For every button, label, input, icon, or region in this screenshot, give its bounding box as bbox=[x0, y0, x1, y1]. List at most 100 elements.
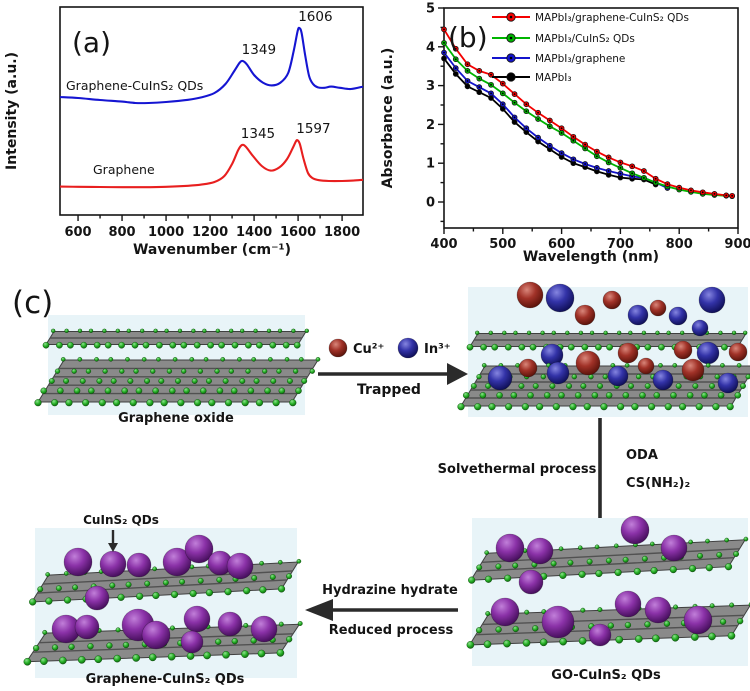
carbon-atom bbox=[162, 579, 169, 586]
carbon-atom bbox=[93, 341, 101, 349]
carbon-atom bbox=[257, 649, 266, 658]
in-ion bbox=[668, 306, 688, 326]
carbon-atom bbox=[175, 378, 181, 384]
carbon-atom bbox=[259, 560, 264, 566]
carbon-atom bbox=[495, 563, 502, 570]
cu-ion-icon bbox=[328, 338, 348, 358]
carbon-atom bbox=[110, 378, 117, 384]
cuins2-quantum-dot bbox=[226, 552, 254, 580]
carbon-atom bbox=[87, 643, 94, 650]
carbon-atom bbox=[231, 638, 238, 645]
carbon-atom bbox=[641, 330, 647, 335]
carbon-atom bbox=[48, 378, 55, 384]
tick-label: 800 bbox=[666, 237, 693, 252]
carbon-atom bbox=[104, 341, 112, 349]
carbon-atom bbox=[488, 330, 493, 335]
carbon-atom bbox=[54, 368, 61, 374]
carbon-atom bbox=[532, 625, 539, 632]
carbon-atom bbox=[309, 368, 315, 374]
carbon-atom bbox=[567, 559, 574, 566]
carbon-atom bbox=[606, 343, 613, 351]
carbon-atom bbox=[631, 403, 639, 411]
cu-ion bbox=[575, 350, 601, 376]
carbon-atom bbox=[179, 578, 186, 585]
tick-label: 5 bbox=[426, 2, 435, 17]
carbon-atom bbox=[270, 378, 277, 384]
carbon-atom bbox=[594, 544, 600, 550]
carbon-atom bbox=[518, 343, 526, 351]
carbon-atom bbox=[597, 607, 603, 613]
carbon-atom bbox=[551, 330, 556, 335]
carbon-atom bbox=[202, 328, 207, 333]
carbon-atom bbox=[136, 592, 144, 600]
in-ion bbox=[627, 304, 649, 326]
carbon-atom bbox=[68, 643, 75, 651]
carbon-atom bbox=[574, 392, 582, 399]
carbon-atom bbox=[559, 637, 567, 646]
carbon-atom bbox=[37, 586, 44, 593]
carbon-atom bbox=[614, 568, 622, 577]
carbon-atom bbox=[98, 399, 106, 407]
in-ion bbox=[545, 283, 575, 313]
carbon-atom bbox=[158, 378, 165, 384]
carbon-atom bbox=[183, 387, 190, 395]
legend-label: MAPbI₃/CuInS₂ QDs bbox=[535, 33, 635, 45]
carbon-atom bbox=[512, 562, 519, 569]
tick-label: 1800 bbox=[324, 225, 360, 240]
legend-entry: MAPbI₃/CuInS₂ QDs bbox=[492, 33, 635, 45]
label-cu-ion: Cu²⁺ bbox=[353, 342, 384, 357]
carbon-atom bbox=[96, 378, 103, 384]
carbon-atom bbox=[118, 341, 125, 349]
carbon-atom bbox=[63, 378, 70, 384]
carbon-atom bbox=[191, 328, 196, 333]
carbon-atom bbox=[117, 593, 125, 601]
tick-label: 0 bbox=[426, 196, 435, 211]
panel-a-tag: (a) bbox=[72, 26, 111, 59]
carbon-atom bbox=[466, 343, 474, 351]
label-thiourea: CS(NH₂)₂ bbox=[626, 476, 690, 491]
carbon-atom bbox=[278, 621, 284, 627]
carbon-atom bbox=[297, 621, 303, 626]
carbon-atom bbox=[484, 550, 489, 555]
carbon-atom bbox=[304, 328, 309, 333]
carbon-atom bbox=[177, 399, 185, 407]
cu-ion bbox=[602, 290, 622, 310]
carbon-atom bbox=[45, 572, 50, 577]
carbon-atom bbox=[55, 585, 62, 592]
cu-ion bbox=[673, 340, 693, 360]
carbon-atom bbox=[580, 383, 587, 389]
tick-label: 800 bbox=[108, 225, 135, 240]
cuins2-quantum-dot bbox=[162, 547, 192, 577]
carbon-atom bbox=[624, 363, 630, 368]
graphene-oxide-sheet-bottom bbox=[34, 357, 321, 407]
cuins2-quantum-dot bbox=[526, 537, 554, 565]
carbon-atom bbox=[255, 399, 264, 407]
carbon-atom bbox=[688, 565, 697, 573]
carbon-atom bbox=[558, 546, 564, 552]
carbon-atom bbox=[215, 328, 220, 333]
carbon-atom bbox=[133, 368, 139, 374]
carbon-atom bbox=[102, 368, 108, 374]
carbon-atom bbox=[220, 357, 226, 362]
carbon-atom bbox=[636, 374, 642, 380]
carbon-atom bbox=[262, 368, 268, 374]
carbon-atom bbox=[513, 330, 518, 335]
carbon-atom bbox=[125, 581, 132, 588]
carbon-atom bbox=[193, 341, 201, 349]
cuins2-quantum-dot bbox=[84, 585, 110, 611]
carbon-atom bbox=[172, 357, 178, 362]
label-reduced-process: Reduced process bbox=[329, 623, 454, 638]
carbon-atom bbox=[191, 378, 198, 384]
raman-curve-graphene-cuins2-qds bbox=[59, 26, 364, 105]
carbon-atom bbox=[315, 357, 321, 362]
carbon-atom bbox=[709, 383, 715, 389]
in-ion bbox=[546, 361, 570, 385]
panel-c-synthesis-scheme: (c) Graphene oxide Cu²⁺ In³⁺ Trapped Sol… bbox=[12, 281, 750, 687]
carbon-atom bbox=[697, 552, 703, 559]
carbon-atom bbox=[672, 363, 678, 368]
carbon-atom bbox=[140, 328, 145, 333]
cuins2-quantum-dot bbox=[541, 605, 575, 639]
carbon-atom bbox=[245, 368, 251, 374]
